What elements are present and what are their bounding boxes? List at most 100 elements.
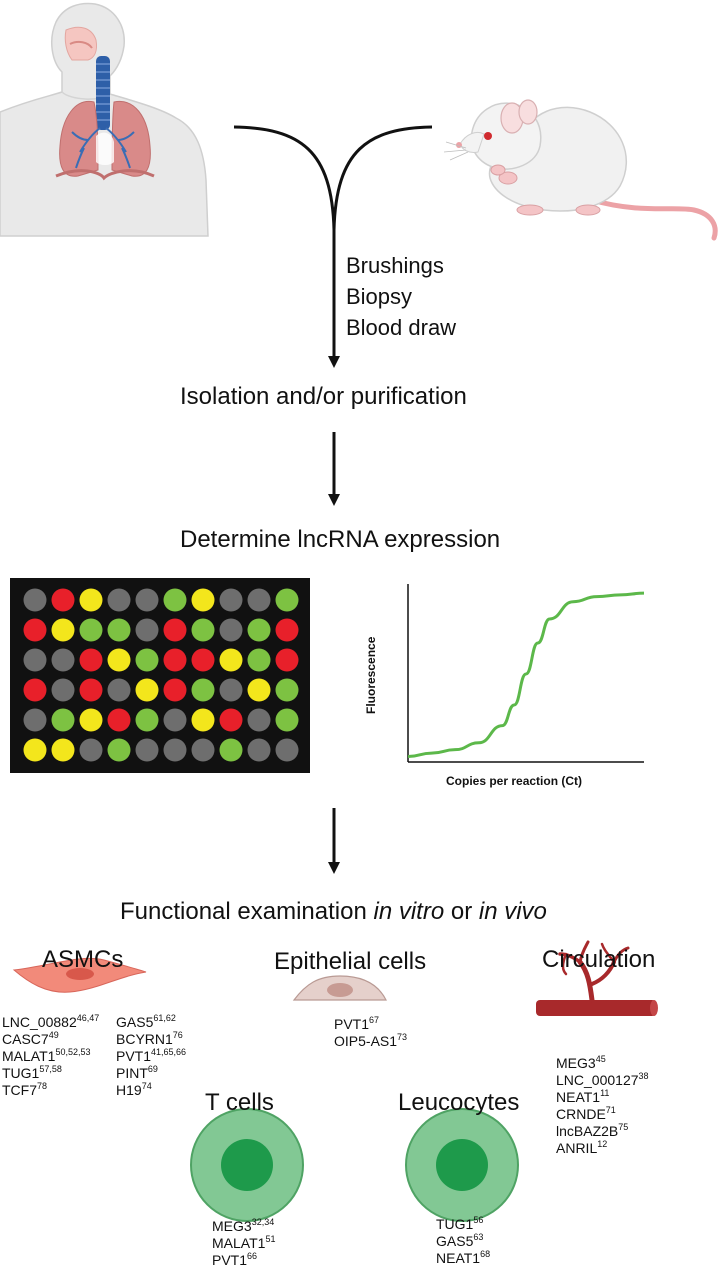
lncrna-item: TCF778 — [2, 1082, 99, 1099]
plate-well-green — [135, 648, 159, 672]
plate-well-yellow — [79, 588, 103, 612]
plate-well-green — [135, 708, 159, 732]
plate-well-green — [219, 738, 243, 762]
leucocyte-icon — [405, 1108, 519, 1222]
reference-number: 68 — [480, 1249, 491, 1259]
lncrna-item: OIP5-AS173 — [334, 1033, 407, 1050]
plate-well-red — [163, 678, 187, 702]
plate-well-gray — [247, 588, 271, 612]
lncrna-item: GAS561,62 — [116, 1014, 186, 1031]
plate-well-yellow — [23, 738, 47, 762]
lncrna-name: CRNDE — [556, 1106, 606, 1122]
plate-well-gray — [219, 678, 243, 702]
reference-number: 41,65,66 — [151, 1047, 187, 1057]
functional-prefix: Functional examination — [120, 898, 374, 925]
plate-well-gray — [51, 648, 75, 672]
lncrna-name: H19 — [116, 1082, 142, 1098]
reference-number: 11 — [600, 1088, 610, 1098]
lncrna-item: BCYRN176 — [116, 1031, 186, 1048]
lncrna-name: TUG1 — [436, 1216, 474, 1232]
leucocytes-title: Leucocytes — [398, 1089, 520, 1116]
blood-vessel-icon — [536, 940, 658, 1016]
lncrna-name: BCYRN1 — [116, 1031, 173, 1047]
plate-well-gray — [219, 588, 243, 612]
lncrna-name: TCF7 — [2, 1082, 37, 1098]
qpcr-amplification-chart — [407, 584, 645, 763]
lncrna-item: NEAT111 — [556, 1089, 649, 1106]
human-respiratory-illustration — [0, 2, 209, 237]
plate-well-yellow — [107, 648, 131, 672]
lncrna-name: MEG3 — [212, 1218, 252, 1234]
plate-well-red — [23, 618, 47, 642]
plate-well-yellow — [51, 738, 75, 762]
plate-well-red — [275, 648, 299, 672]
asmc-cell-icon — [12, 957, 147, 993]
reference-number: 57,58 — [39, 1064, 62, 1074]
amplification-curve — [407, 591, 645, 759]
lncrna-item: LNC_0088246,47 — [2, 1014, 99, 1031]
lncrna-name: LNC_00882 — [2, 1014, 77, 1030]
reference-number: 76 — [172, 1030, 183, 1040]
reference-number: 56 — [473, 1215, 484, 1225]
tcells-title: T cells — [205, 1089, 274, 1116]
merge-connector — [233, 125, 433, 231]
plate-well-gray — [275, 738, 299, 762]
lncrna-name: GAS5 — [116, 1014, 154, 1030]
plate-well-yellow — [219, 648, 243, 672]
plate-well-green — [275, 708, 299, 732]
lncrna-item: MEG345 — [556, 1055, 649, 1072]
step-isolation: Isolation and/or purification — [180, 383, 467, 410]
lncrna-item: ANRIL12 — [556, 1140, 649, 1157]
plate-well-green — [247, 648, 271, 672]
sample-biopsy: Biopsy — [346, 284, 413, 309]
plate-well-green — [107, 618, 131, 642]
lncrna-item: CRNDE71 — [556, 1106, 649, 1123]
plate-well-green — [247, 618, 271, 642]
lncrna-item: TUG157,58 — [2, 1065, 99, 1082]
plate-well-yellow — [191, 708, 215, 732]
lncrna-item: PVT167 — [334, 1016, 407, 1033]
epithelial-cell-icon — [292, 975, 387, 1001]
plate-well-gray — [23, 588, 47, 612]
reference-number: 75 — [618, 1122, 629, 1132]
cell-illustrations — [12, 940, 658, 1222]
lncrna-item: NEAT168 — [436, 1250, 490, 1267]
sample-blood-draw: Blood draw — [346, 315, 457, 340]
plate-well-green — [107, 738, 131, 762]
lncrna-name: MEG3 — [556, 1055, 596, 1071]
functional-or: or — [444, 898, 479, 925]
lncrna-name: TUG1 — [2, 1065, 40, 1081]
plate-well-yellow — [191, 588, 215, 612]
reference-number: 66 — [247, 1251, 258, 1261]
reference-number: 12 — [597, 1139, 608, 1149]
plate-well-green — [191, 618, 215, 642]
reference-number: 49 — [48, 1030, 59, 1040]
lncrna-name: NEAT1 — [556, 1089, 601, 1105]
reference-number: 61,62 — [153, 1013, 176, 1023]
circulation-title: Circulation — [542, 946, 656, 973]
lncrna-name: PVT1 — [212, 1252, 248, 1268]
plate-well-red — [51, 588, 75, 612]
plate-well-gray — [23, 708, 47, 732]
reference-number: 50,52,53 — [55, 1047, 91, 1057]
lncrna-name: PVT1 — [116, 1048, 152, 1064]
lncrna-name: MALAT1 — [212, 1235, 266, 1251]
lncrna-item: PVT141,65,66 — [116, 1048, 186, 1065]
plate-well-gray — [51, 678, 75, 702]
plate-well-green — [275, 678, 299, 702]
lncrna-item: GAS563 — [436, 1233, 490, 1250]
reference-number: 71 — [605, 1105, 616, 1115]
lncrna-name: LNC_000127 — [556, 1072, 639, 1088]
reference-number: 67 — [369, 1015, 380, 1025]
plate-well-red — [163, 648, 187, 672]
lncrna-item: PINT69 — [116, 1065, 186, 1082]
plate-well-red — [79, 648, 103, 672]
reference-number: 63 — [473, 1232, 484, 1242]
plate-well-gray — [135, 588, 159, 612]
plate-well-green — [51, 708, 75, 732]
sample-brushings: Brushings — [346, 253, 444, 278]
